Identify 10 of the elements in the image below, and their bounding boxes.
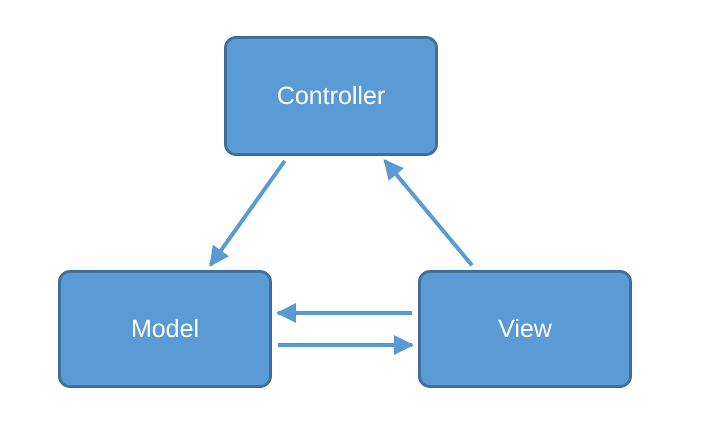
arrow [208,160,286,267]
process-box [58,270,272,388]
process-box [224,36,438,156]
arrow [276,303,412,323]
box-label: Controller [276,82,386,110]
arrow [278,335,414,355]
arrow [383,159,474,267]
box-label: Model [130,314,200,344]
process-box [418,270,632,388]
box-label: View [498,314,552,344]
